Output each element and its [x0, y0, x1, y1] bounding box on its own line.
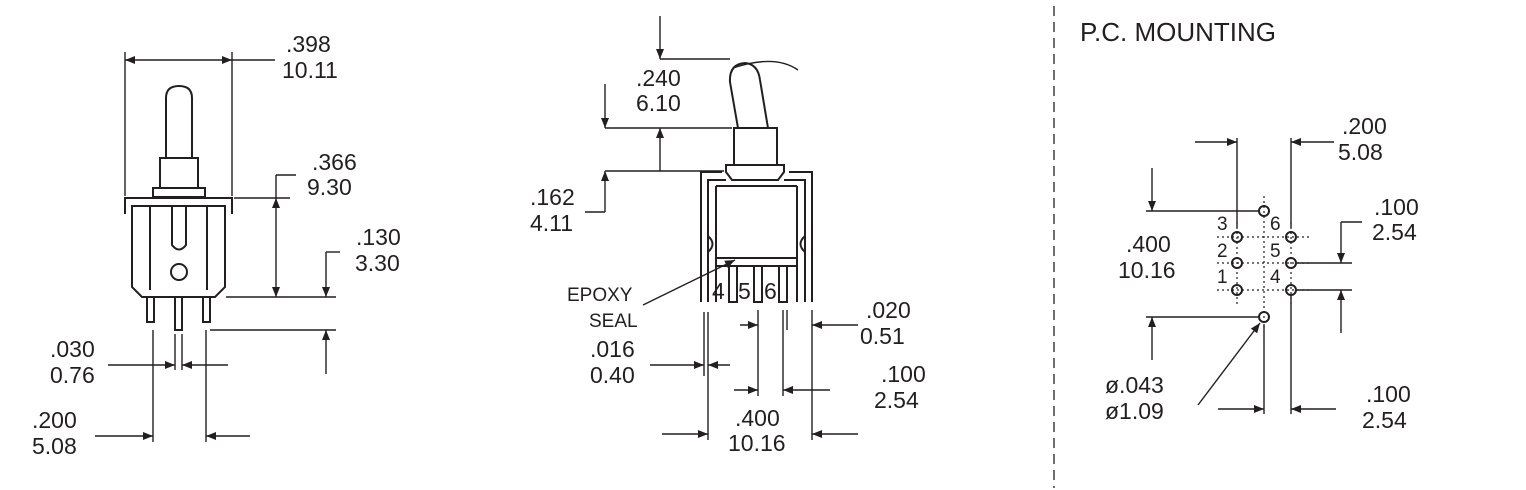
bushing [733, 127, 778, 166]
dim-pin-spacing-mm: 5.08 [32, 433, 77, 459]
pin-right [202, 296, 211, 323]
top-plate [152, 187, 206, 198]
lever-slot [171, 205, 187, 251]
left-side-view: .398 10.11 .366 9.30 .130 3.30 .030 0.76… [32, 31, 401, 459]
hole-label-6: 6 [1270, 214, 1281, 235]
pin-label-5: 5 [738, 278, 751, 304]
bracket [124, 197, 233, 214]
dim-bracket-span-in: .400 [735, 405, 780, 431]
dim-pin-pitch-in: .100 [881, 361, 926, 387]
dim-handle-height-in: .240 [636, 65, 681, 91]
mounting-holes [1231, 205, 1297, 323]
hole-5 [1285, 257, 1297, 269]
dim-hole-diameter-mm: ø1.09 [1105, 398, 1164, 424]
hole-label-1: 1 [1217, 267, 1228, 288]
dim-pin-thickness-mm: 0.40 [590, 362, 635, 388]
pin-4 [728, 265, 738, 303]
travel-arc [732, 60, 799, 71]
seal-label: SEAL [589, 311, 638, 332]
hole-label-5: 5 [1270, 241, 1281, 262]
dim-body-height-in: .366 [312, 149, 357, 175]
top-cap [725, 164, 785, 181]
hole-4 [1285, 284, 1297, 296]
pin-6 [778, 265, 788, 303]
toggle-lever-angled [728, 61, 769, 129]
bushing [159, 157, 199, 189]
dim-pin-thickness-mm: 0.76 [50, 362, 95, 388]
dim-pitch-right-mm: 2.54 [1372, 219, 1417, 245]
pc-mounting-view: P.C. MOUNTING 3 2 1 6 5 4 .200 5. [1080, 17, 1419, 433]
hole-6 [1285, 231, 1297, 243]
pin-left [146, 296, 155, 323]
hole-label-2: 2 [1217, 241, 1228, 262]
mounting-hole [170, 263, 188, 281]
hole-bottom [1258, 311, 1270, 323]
dim-bracket-span-mm: 10.16 [728, 430, 786, 456]
epoxy-seal-area [715, 257, 798, 267]
hole-label-4: 4 [1270, 267, 1281, 288]
dim-row-spacing-in: .200 [1342, 113, 1387, 139]
pc-mounting-title: P.C. MOUNTING [1080, 17, 1276, 47]
dim-overall-width-in: .398 [286, 31, 331, 57]
toggle-lever [165, 84, 193, 158]
pin-center [174, 296, 183, 331]
dim-bracket-thickness-mm: 0.51 [860, 323, 905, 349]
bracket-left [700, 171, 722, 302]
pin-label-4: 4 [712, 278, 725, 304]
dim-row-spacing-mm: 5.08 [1338, 139, 1383, 165]
dim-pitch-right-in: .100 [1374, 194, 1419, 220]
dim-overall-height-in: .400 [1126, 231, 1171, 257]
dim-pitch-bottom-in: .100 [1366, 381, 1411, 407]
dim-bushing-height-mm: 4.11 [530, 210, 573, 236]
dim-pitch-bottom-mm: 2.54 [1362, 407, 1407, 433]
hole-3 [1231, 231, 1243, 243]
hole-1 [1231, 284, 1243, 296]
hole-top [1258, 205, 1270, 217]
pin-5 [753, 265, 763, 303]
dim-pin-spacing-in: .200 [32, 407, 77, 433]
dim-body-height-mm: 9.30 [307, 174, 352, 200]
epoxy-label: EPOXY [567, 285, 633, 306]
dim-bushing-height-in: .162 [530, 184, 575, 210]
dim-overall-width-mm: 10.11 [282, 57, 338, 83]
dim-pin-thickness-in: .030 [50, 336, 95, 362]
dim-handle-height-mm: 6.10 [636, 90, 681, 116]
hole-2 [1231, 257, 1243, 269]
bracket-right [789, 171, 813, 302]
dim-pin-thickness-in: .016 [590, 336, 635, 362]
dim-pin-length-in: .130 [356, 224, 401, 250]
dim-pin-length-mm: 3.30 [355, 250, 400, 276]
middle-front-view: 4 5 6 EPOXY SEAL .240 6.10 .162 4.11 .01… [530, 16, 926, 456]
hole-label-3: 3 [1217, 214, 1228, 235]
dim-bracket-thickness-in: .020 [866, 297, 911, 323]
dim-pin-pitch-mm: 2.54 [874, 387, 919, 413]
dim-overall-height-mm: 10.16 [1118, 257, 1176, 283]
pin-label-6: 6 [764, 278, 777, 304]
dim-hole-diameter-in: ø.043 [1105, 372, 1164, 398]
switch-body [131, 206, 226, 298]
